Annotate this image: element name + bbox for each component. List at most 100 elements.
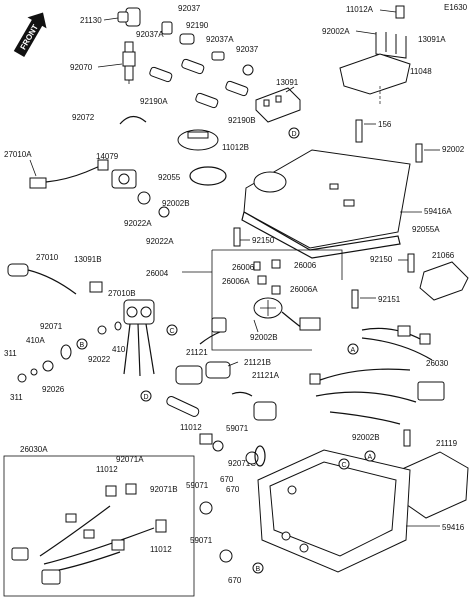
part-label-11012a: 11012A [346, 5, 374, 14]
part-label-26030: 26030 [426, 359, 449, 368]
tube-d-mid [166, 396, 200, 417]
svg-text:B: B [256, 566, 261, 573]
part-label-92071c: 92071C [228, 459, 256, 468]
ref-b-left: B [76, 338, 88, 350]
spark-plug-92070 [122, 41, 136, 84]
part-label-92037a-2: 92037A [206, 35, 234, 44]
bolt-92002b [403, 429, 411, 447]
case-59416 [257, 449, 411, 573]
clamp-92037 [242, 64, 254, 76]
part-label-92002b-3: 92002B [352, 433, 380, 442]
part-label-11012-3: 11012 [150, 545, 172, 554]
part-label-59416: 59416 [442, 523, 465, 532]
ref-d-mid: D [140, 390, 152, 402]
grommet-59071 [212, 440, 224, 452]
part-label-92072: 92072 [72, 113, 95, 122]
ref-a-right: A [347, 343, 359, 355]
tube-b [181, 58, 205, 75]
washer-92022 [97, 325, 107, 335]
ref-d-top: D [288, 127, 300, 139]
clip-92072 [119, 115, 147, 125]
relay-26006 [253, 261, 261, 271]
part-label-92022a-2: 92022A [146, 237, 174, 246]
part-label-92190: 92190 [186, 21, 209, 30]
module-21119 [399, 451, 469, 519]
bracket-13091 [255, 87, 301, 123]
part-label-59071-1: 59071 [226, 424, 249, 433]
bolt-92002 [415, 143, 423, 163]
part-label-92022a-1: 92022A [124, 219, 152, 228]
wire-fan [281, 311, 303, 329]
relay-26006a-2 [271, 285, 281, 295]
part-label-21121a: 21121A [252, 371, 280, 380]
ref-a-bottom: A [364, 450, 376, 462]
harness-26030a-box [3, 455, 195, 597]
part-label-92055: 92055 [158, 173, 181, 182]
part-label-21121b: 21121B [244, 358, 271, 367]
tube-a [149, 66, 173, 83]
front-arrow-icon: FRONT [13, 12, 47, 58]
switch-wires [123, 323, 155, 377]
part-label-92190a: 92190A [140, 97, 168, 106]
part-label-21121: 21121 [186, 348, 208, 357]
relay-26006a [257, 275, 267, 285]
part-label-11012-2: 11012 [96, 465, 118, 474]
part-label-92055a: 92055A [412, 225, 440, 234]
svg-text:D: D [292, 131, 297, 138]
part-label-410: 410 [112, 345, 126, 354]
part-label-26006a-1: 26006A [222, 277, 250, 286]
part-label-21130: 21130 [80, 16, 102, 25]
part-label-92002: 92002 [442, 145, 465, 154]
grommet-59071-3 [219, 549, 233, 563]
ref-c-mid: C [166, 324, 178, 336]
housing-14079 [111, 169, 137, 189]
part-label-670-1: 670 [220, 475, 234, 484]
part-label-59071-2: 59071 [186, 481, 209, 490]
tube-c [195, 92, 219, 109]
harness-26030a [11, 483, 167, 585]
part-label-21066: 21066 [432, 251, 455, 260]
ref-b-bottom: B [252, 562, 264, 574]
svg-text:A: A [368, 454, 373, 461]
part-label-92002b-2: 92002B [250, 333, 278, 342]
part-label-26006-1: 26006 [232, 263, 255, 272]
bracket-13091b [89, 281, 103, 293]
part-label-311-2: 311 [10, 393, 23, 402]
part-label-26006-2: 26006 [294, 261, 317, 270]
switch-27010b [123, 299, 155, 325]
part-label-26030a: 26030A [20, 445, 48, 454]
part-label-311-1: 311 [4, 349, 17, 358]
part-label-410a: 410A [26, 336, 45, 345]
part-label-670-2: 670 [226, 485, 240, 494]
bolt-92150-2 [407, 253, 415, 273]
part-label-92190b: 92190B [228, 116, 256, 125]
tube-d [225, 80, 249, 97]
bolt-156 [355, 119, 363, 143]
part-label-26004: 26004 [146, 269, 169, 278]
connector-21130 [117, 7, 141, 27]
part-label-13091: 13091 [276, 78, 299, 87]
part-label-11048: 11048 [410, 67, 432, 76]
part-label-92070: 92070 [70, 63, 93, 72]
bolt-92150 [233, 227, 241, 247]
part-label-27010: 27010 [36, 253, 59, 262]
cap-92037a-2 [211, 51, 225, 61]
diagram-code: E1630 [444, 3, 468, 12]
part-label-92022: 92022 [88, 355, 111, 364]
part-label-92071b: 92071B [150, 485, 178, 494]
part-label-21119: 21119 [436, 439, 458, 448]
part-label-13091b: 13091B [74, 255, 102, 264]
part-label-59071-3: 59071 [190, 536, 213, 545]
coil-21121 [175, 361, 231, 385]
sensor-27010 [7, 263, 77, 295]
coil-lower [231, 391, 277, 421]
coil-upper [199, 317, 227, 345]
part-label-670-3: 670 [228, 576, 242, 585]
part-label-92026: 92026 [42, 385, 65, 394]
module-21066 [419, 261, 469, 301]
cap-11012b [177, 129, 219, 151]
part-label-59416a: 59416A [424, 207, 452, 216]
washer-92022a-2 [158, 206, 170, 218]
part-label-27010b: 27010B [108, 289, 136, 298]
